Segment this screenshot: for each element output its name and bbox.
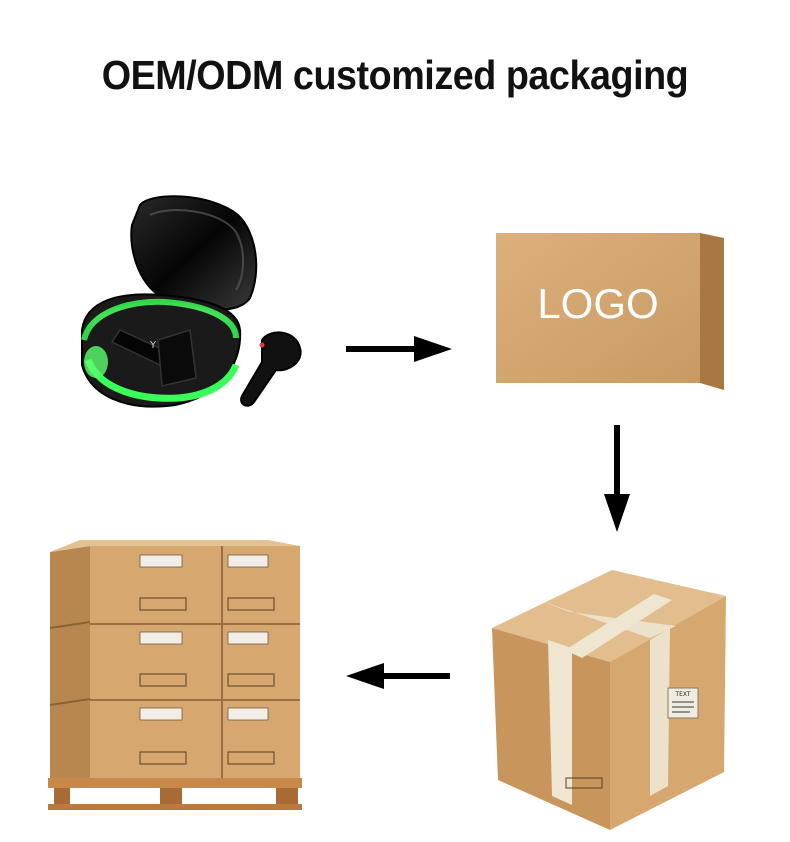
page-title: OEM/ODM customized packaging (101, 52, 689, 98)
logo-box: LOGO (496, 233, 724, 390)
arrow-left (346, 663, 450, 689)
shipping-carton: TEXT (492, 570, 726, 830)
arrow-down (604, 425, 630, 532)
carton-sticker-text: TEXT (674, 691, 690, 698)
logo-label: LOGO (537, 280, 658, 327)
earbuds-product: Y (81, 195, 302, 408)
palletized-cartons (48, 540, 302, 810)
arrow-right (346, 336, 452, 362)
svg-text:Y: Y (149, 340, 157, 351)
